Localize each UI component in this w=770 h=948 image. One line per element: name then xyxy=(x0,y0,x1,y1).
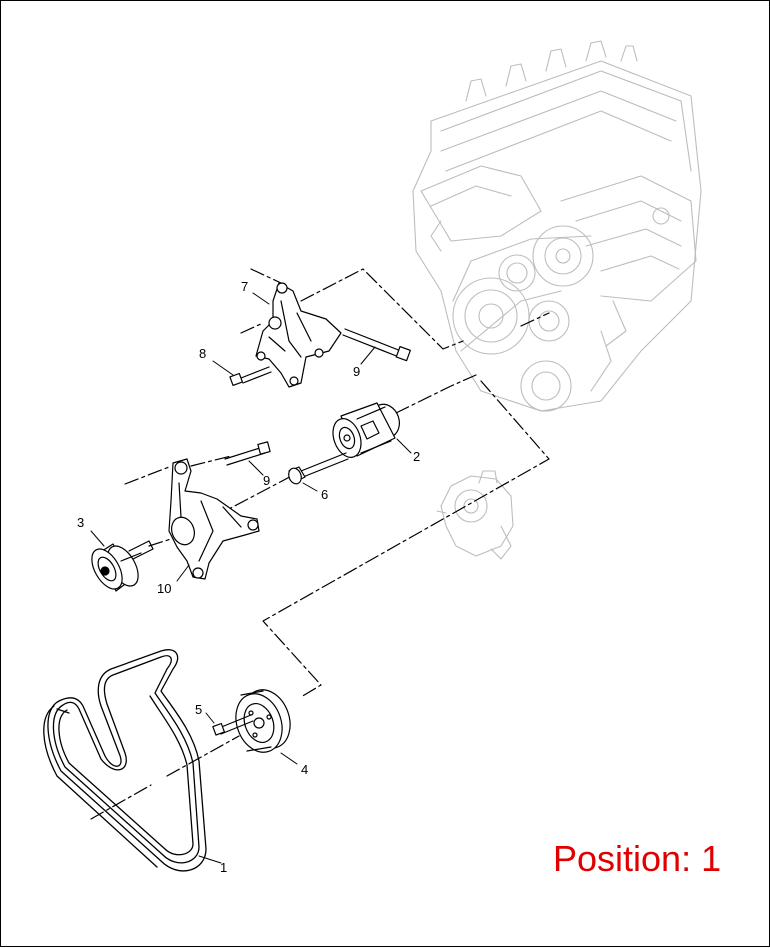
bolt-9-upper xyxy=(342,328,411,362)
upper-bracket xyxy=(255,282,342,388)
callout-3: 3 xyxy=(77,515,84,530)
bolt-5 xyxy=(212,714,254,736)
callout-10: 10 xyxy=(157,581,171,596)
callout-8: 8 xyxy=(199,346,206,361)
callout-labels: 1 2 3 4 5 6 7 8 9 9 10 xyxy=(77,279,420,875)
position-label: Position: 1 xyxy=(553,838,722,879)
leader-lines xyxy=(90,292,412,864)
alignment-lines xyxy=(90,268,550,820)
tensioner-pulley xyxy=(91,540,154,592)
callout-1: 1 xyxy=(220,860,227,875)
bolt-8 xyxy=(229,366,272,387)
callout-6: 6 xyxy=(321,487,328,502)
engine-block xyxy=(412,40,702,412)
bolt-6 xyxy=(288,452,349,485)
callout-5: 5 xyxy=(195,702,202,717)
lower-bracket xyxy=(120,458,260,580)
callout-4: 4 xyxy=(301,762,308,777)
callout-2: 2 xyxy=(413,449,420,464)
callout-7: 7 xyxy=(241,279,248,294)
callout-9-lower: 9 xyxy=(263,473,270,488)
callout-9-upper: 9 xyxy=(353,364,360,379)
crankshaft-pulley xyxy=(235,689,291,753)
bolt-9-lower xyxy=(224,441,271,466)
power-steering-pump xyxy=(436,470,514,560)
drive-belt xyxy=(43,649,207,872)
idler-pulley xyxy=(332,402,400,458)
